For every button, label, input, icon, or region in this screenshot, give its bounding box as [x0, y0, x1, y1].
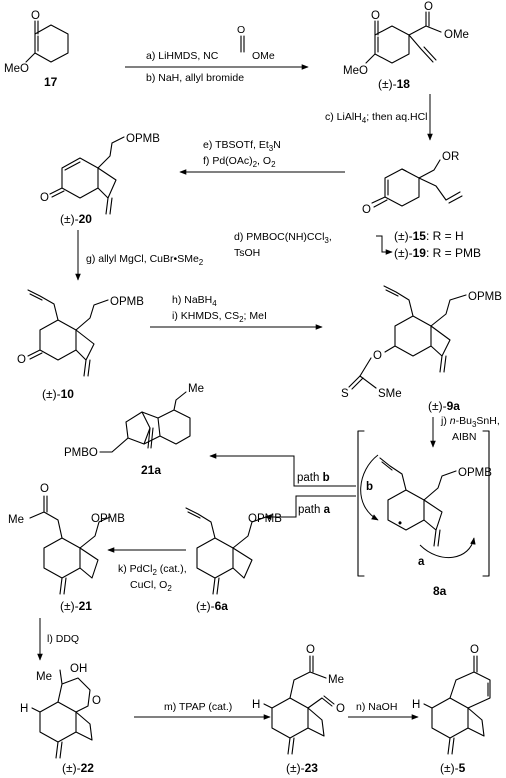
atom-O: O — [371, 10, 380, 22]
atom-S: S — [341, 388, 349, 400]
atom-MeO: MeO — [343, 65, 368, 77]
reagent-step-i: i) KHMDS, CS2; MeI — [172, 310, 267, 324]
atom-OPMB: OPMB — [248, 513, 282, 525]
arrow-path-a — [264, 495, 356, 520]
compound-6a-structure — [185, 507, 267, 595]
compound-17-label: 17 — [44, 75, 58, 89]
atom-O: O — [306, 644, 315, 656]
compound-17-number: 17 — [44, 75, 58, 89]
reagent-step-n: n) NaOH — [356, 701, 397, 713]
reagent-step-m: m) TPAP (cat.) — [164, 701, 232, 713]
compound-15-label: (±)-15: R = H — [394, 229, 464, 243]
reagent-step-a-ome: OMe — [252, 50, 275, 62]
radical-8a-structure — [360, 454, 476, 559]
atom-O: O — [336, 703, 345, 715]
atom-O: O — [40, 192, 49, 204]
atom-Me: Me — [188, 383, 204, 395]
reagent-step-g: g) allyl MgCl, CuBr•SMe2 — [86, 253, 204, 267]
compound-22-structure — [31, 669, 93, 759]
reagent-step-a: a) LiHMDS, NC — [146, 50, 219, 62]
compound-21a-structure — [99, 391, 191, 453]
compound-9a-structure — [348, 285, 467, 390]
atom-O: O — [31, 10, 40, 22]
reagent-step-k-cucl: CuCl, O2 — [130, 579, 172, 593]
atom-OPMB: OPMB — [110, 296, 144, 308]
cyanoformate-carbonyl — [240, 35, 245, 53]
atom-O: O — [40, 483, 49, 495]
atom-H: H — [252, 699, 260, 711]
compound-20-structure — [49, 136, 125, 215]
atom-O: O — [470, 644, 479, 656]
atom-OR: OR — [442, 151, 459, 163]
compound-10-label: (±)-10 — [42, 387, 74, 401]
compound-18-label: (±)-18 — [378, 77, 410, 91]
reagent-step-k: k) PdCl2 (cat.), — [118, 563, 187, 577]
atom-O: O — [237, 24, 245, 36]
atom-Me: Me — [36, 671, 52, 683]
atom-OPMB: OPMB — [458, 467, 492, 479]
compound-17-structure — [25, 20, 69, 63]
compound-21-label: (±)-21 — [60, 599, 92, 613]
atom-OMe: OMe — [444, 29, 469, 41]
arrow-path-b — [209, 453, 356, 487]
atom-O: O — [373, 350, 382, 362]
atom-O: O — [17, 354, 26, 366]
compound-21a-label: 21a — [141, 463, 161, 477]
compound-5-label: (±)-5 — [440, 761, 466, 775]
arrow-step-d — [376, 235, 393, 255]
reagent-step-b: b) NaH, allyl bromide — [146, 72, 244, 84]
reagent-step-h: h) NaBH4 — [172, 294, 217, 308]
reagent-step-j-aibn: AIBN — [452, 431, 477, 443]
compound-21-structure — [29, 495, 111, 595]
compound-23-label: (±)-23 — [286, 761, 318, 775]
atom-OPMB: OPMB — [91, 513, 125, 525]
compound-6a-label: (±)-6a — [196, 599, 228, 613]
reagent-step-c: c) LiAlH4; then aq.HCl — [325, 111, 428, 125]
atom-H: H — [412, 699, 420, 711]
compound-22-label: (±)-22 — [62, 761, 94, 775]
atom-H: H — [20, 703, 28, 715]
atom-MeO: MeO — [4, 63, 29, 75]
reagent-step-d-tsoh: TsOH — [234, 247, 260, 259]
compound-5-structure — [423, 655, 491, 755]
atom-SMe: SMe — [378, 388, 402, 400]
bracket-8a — [357, 430, 490, 577]
atom-O: O — [362, 204, 371, 216]
path-b-label: path b — [297, 472, 330, 484]
atom-O: O — [92, 695, 101, 707]
compound-8a-label: 8a — [433, 584, 447, 598]
reagent-step-j: j) n-Bu3SnH, — [440, 415, 500, 429]
atom-O: O — [424, 1, 433, 13]
atom-Me: Me — [328, 674, 344, 686]
arrow-label-a: a — [418, 556, 425, 568]
path-a-label: path a — [298, 504, 331, 516]
compound-10-structure — [27, 289, 109, 377]
reagent-step-d: d) PMBOC(NH)CCl3, — [234, 231, 332, 245]
atom-OPMB: OPMB — [126, 133, 160, 145]
atom-OPMB: OPMB — [468, 291, 502, 303]
atom-OH: OH — [70, 663, 87, 675]
compound-20-label: (±)-20 — [60, 212, 92, 226]
compound-15-19-structure — [371, 159, 463, 208]
compound-18-structure — [365, 11, 442, 64]
reagent-step-e: e) TBSOTf, Et3N — [203, 139, 281, 153]
radical-dot: • — [398, 518, 402, 530]
compound-23-structure — [263, 655, 335, 755]
compound-9a-label: (±)-9a — [428, 399, 460, 413]
atom-PMBO: PMBO — [64, 447, 98, 459]
compound-19-label: (±)-19: R = PMB — [394, 246, 481, 260]
atom-Me: Me — [8, 514, 24, 526]
arrow-label-b: b — [366, 481, 373, 493]
reagent-step-l: l) DDQ — [47, 633, 79, 645]
reagent-step-f: f) Pd(OAc)2, O2 — [203, 155, 276, 169]
